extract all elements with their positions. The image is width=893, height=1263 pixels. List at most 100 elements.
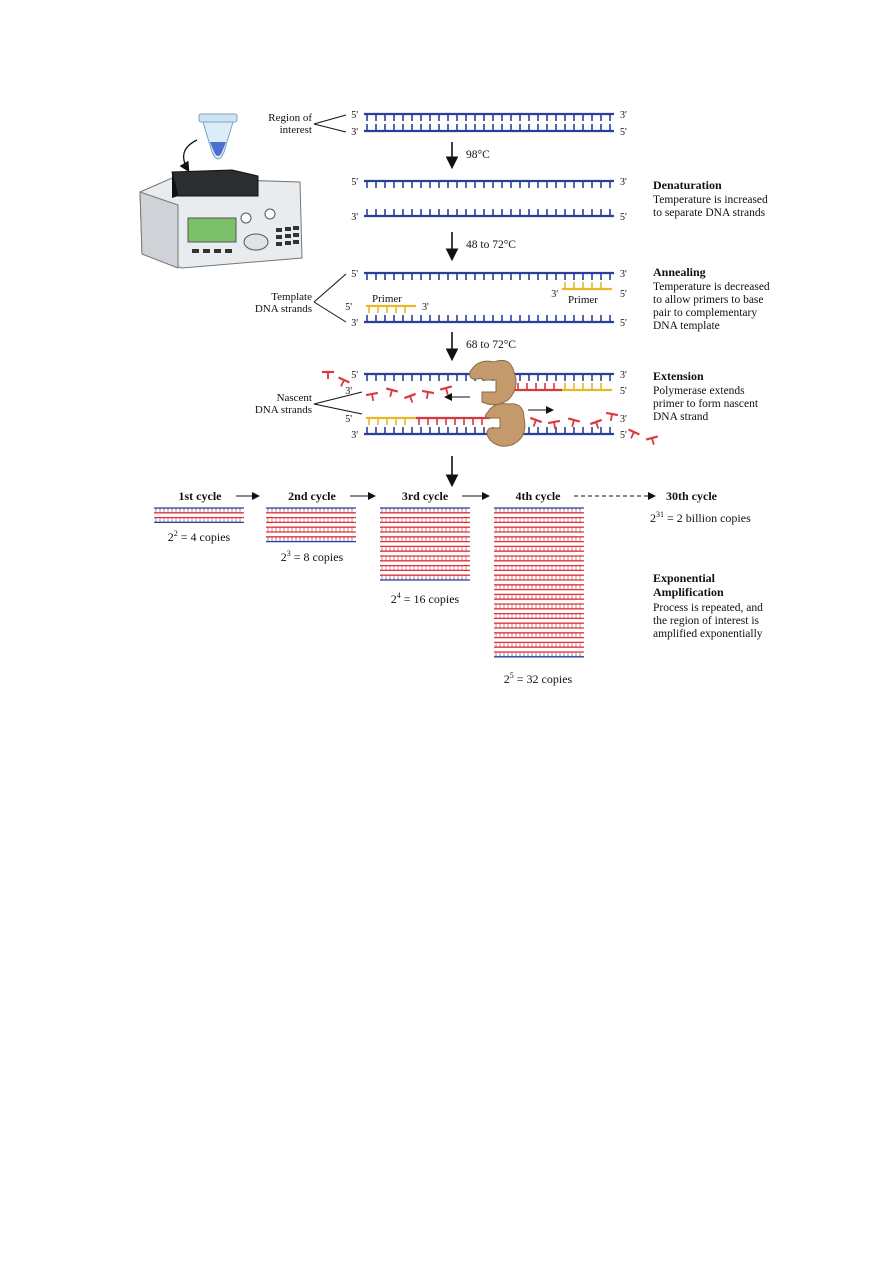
copies-stack-cycle-1: [154, 507, 244, 524]
primer-label-left: Primer: [372, 293, 402, 305]
nucleotide-icon: [605, 411, 619, 422]
amplification-heading: Exponential: [653, 571, 716, 585]
denaturation-heading: Denaturation: [653, 178, 722, 192]
thermocycler-icon: [139, 113, 303, 269]
nucleotide-icon: [338, 376, 350, 387]
strand-end-label: 5': [620, 289, 627, 300]
extension-desc: DNA strand: [653, 411, 709, 423]
primer-left: [366, 304, 416, 313]
dna-strand-top: [364, 112, 614, 121]
nascent-strand-bottom: [416, 416, 490, 425]
denatured-strand-top: [364, 179, 614, 188]
nucleotide-icon: [529, 416, 543, 427]
strand-end-label: 3': [345, 386, 352, 397]
nucleotide-icon: [628, 428, 640, 439]
strand-end-label: 5': [351, 370, 358, 381]
nascent-bracket: [313, 391, 363, 415]
copies-cycle-3: 24 = 16 copies: [391, 591, 460, 606]
strand-end-label: 5': [620, 127, 627, 138]
strand-end-label: 5': [351, 177, 358, 188]
extension-desc: primer to form nascent: [653, 398, 759, 410]
step-temp-2: 48 to 72°C: [466, 239, 516, 251]
strand-end-label: 5': [620, 386, 627, 397]
extension-heading: Extension: [653, 369, 704, 383]
strand-end-label: 3': [351, 318, 358, 329]
denaturation-text: Denaturation Temperature is increased to…: [653, 178, 768, 219]
amplification-desc: amplified exponentially: [653, 628, 763, 640]
region-bracket: [313, 114, 347, 133]
primer-right: [562, 282, 612, 291]
annealing-desc: DNA template: [653, 320, 720, 332]
strand-end-label: 3': [620, 177, 627, 188]
nucleotide-icon: [645, 435, 659, 445]
amplification-heading: Amplification: [653, 585, 724, 599]
annealing-desc: to allow primers to base: [653, 294, 764, 306]
dna-strand-bottom: [364, 124, 614, 133]
nucleotide-icon: [385, 387, 399, 397]
nucleotide-icon: [567, 417, 581, 427]
template-strand-top: [364, 271, 614, 280]
strand-end-label: 3': [620, 110, 627, 121]
strand-end-label: 3': [620, 269, 627, 280]
strand-end-label: 5': [345, 302, 352, 313]
template-strand-bottom: [364, 315, 614, 324]
cycle-label-30: 30th cycle: [666, 489, 718, 503]
strand-end-label: 5': [620, 318, 627, 329]
strand-end-label: 3': [620, 414, 627, 425]
extension-primer-left: [366, 416, 416, 425]
primer-label-right: Primer: [568, 294, 598, 306]
step-temp-3: 68 to 72°C: [466, 339, 516, 351]
amplification-text: Exponential Amplification Process is rep…: [653, 571, 763, 640]
strand-end-label: 3': [422, 302, 429, 313]
strand-end-label: 5': [351, 110, 358, 121]
strand-end-label: 3': [551, 289, 558, 300]
extension-desc: Polymerase extends: [653, 385, 745, 397]
free-nucleotides: [322, 370, 659, 445]
nucleotide-icon: [365, 391, 379, 402]
copies-cycle-4: 25 = 32 copies: [504, 671, 573, 686]
denaturation-desc: to separate DNA strands: [653, 207, 766, 219]
nucleotide-icon: [322, 370, 334, 379]
copies-cycle-30: 231 = 2 billion copies: [650, 510, 751, 525]
copies-stack-cycle-4: [494, 507, 584, 658]
cycle-label-4: 4th cycle: [516, 489, 562, 503]
template-bracket: [313, 273, 347, 323]
annealing-text: Annealing Temperature is decreased to al…: [653, 265, 770, 332]
extension-primer-right: [562, 383, 612, 392]
step-temp-1: 98°C: [466, 149, 490, 161]
nascent-label-2: DNA strands: [255, 404, 312, 416]
template-label-2: DNA strands: [255, 303, 312, 315]
polymerase-bottom-icon: [484, 403, 526, 447]
amplification-desc: the region of interest is: [653, 615, 760, 627]
cycle-label-1: 1st cycle: [179, 489, 223, 503]
denatured-strand-bottom: [364, 209, 614, 218]
nucleotide-icon: [439, 385, 453, 395]
annealing-desc: pair to complementary: [653, 307, 757, 319]
denaturation-desc: Temperature is increased: [653, 194, 768, 206]
nucleotide-icon: [589, 418, 603, 429]
region-label-2: interest: [280, 124, 312, 136]
strand-end-label: 3': [351, 430, 358, 441]
annealing-heading: Annealing: [653, 265, 706, 279]
extension-text: Extension Polymerase extends primer to f…: [653, 369, 759, 423]
strand-end-label: 5': [620, 212, 627, 223]
strand-end-label: 5': [351, 269, 358, 280]
cycle-label-2: 2nd cycle: [288, 489, 336, 503]
region-label-1: Region of: [268, 112, 312, 124]
strand-end-label: 3': [351, 212, 358, 223]
copies-stack-cycle-3: [380, 507, 470, 581]
nucleotide-icon: [421, 389, 435, 400]
cycle-label-3: 3rd cycle: [402, 489, 449, 503]
sample-tube-icon: [198, 113, 238, 160]
nascent-label-1: Nascent: [277, 392, 312, 404]
copies-cycle-2: 23 = 8 copies: [281, 549, 344, 564]
copies-cycle-1: 22 = 4 copies: [168, 529, 231, 544]
polymerase-top-icon: [469, 359, 517, 406]
strand-end-label: 5': [345, 414, 352, 425]
copies-stack-cycle-2: [266, 507, 356, 543]
strand-end-label: 5': [620, 430, 627, 441]
strand-end-label: 3': [351, 127, 358, 138]
template-label-1: Template: [271, 291, 312, 303]
annealing-desc: Temperature is decreased: [653, 281, 770, 293]
